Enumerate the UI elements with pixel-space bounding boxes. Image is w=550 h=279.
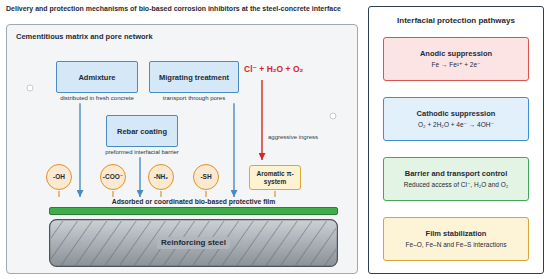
ingress-label: aggressive ingress <box>268 134 318 141</box>
pathway-box: Barrier and transport controlReduced acc… <box>383 157 529 201</box>
panel-heading: Cementitious matrix and pore network <box>16 32 348 41</box>
connector-arrow <box>205 191 206 197</box>
matrix-panel: Cementitious matrix and pore networkAdmi… <box>6 24 358 274</box>
steel-label: Reinforcing steel <box>157 237 230 249</box>
aromatic-box: Aromatic π-system <box>249 165 301 190</box>
functional-group-circle: -OH <box>46 164 72 190</box>
box-title: Migrating treatment <box>159 73 229 82</box>
pathway-title: Barrier and transport control <box>405 169 508 178</box>
process-box: Admixture <box>56 61 138 93</box>
functional-group-circle: -NH₂ <box>148 164 174 190</box>
film-label: Adsorbed or coordinated bio-based protec… <box>112 198 276 206</box>
box-title: Rebar coating <box>117 127 167 136</box>
protective-film: Adsorbed or coordinated bio-based protec… <box>49 198 338 215</box>
connector-arrow <box>58 191 59 197</box>
pathway-formula: O₂ + 2H₂O + 4e⁻ → 4OH⁻ <box>418 121 494 129</box>
connector-arrow <box>160 191 161 197</box>
group-label: -OH <box>53 173 65 181</box>
delivery-route: Admixture distributed in fresh concrete <box>56 61 138 102</box>
pathway-formula: Fe → Fe²⁺ + 2e⁻ <box>432 61 481 69</box>
steel-body <box>50 220 338 267</box>
process-box: Migrating treatment <box>149 61 239 93</box>
pathway-title: Cathodic suppression <box>417 109 496 118</box>
box-title: Admixture <box>78 73 115 82</box>
group-label: -SH <box>200 173 211 181</box>
process-box: Rebar coating <box>106 115 178 147</box>
film-bar <box>49 207 338 215</box>
connector-arrow <box>112 191 113 197</box>
connector-arrow <box>79 103 80 197</box>
delivery-route: Rebar coating preformed interfacial barri… <box>106 115 178 156</box>
ingress-species: Cl⁻ + H₂O + O₂ <box>244 64 303 74</box>
pathway-box: Anodic suppression Fe → Fe²⁺ + 2e⁻ <box>383 37 529 81</box>
group-label: -NH₂ <box>154 173 168 181</box>
pathway-title: Film stabilization <box>426 229 487 238</box>
group-label: Aromatic π-system <box>252 170 298 185</box>
pathway-title: Anodic suppression <box>420 49 492 58</box>
pathway-formula: Reduced access of Cl⁻, H₂O and O₂ <box>404 181 509 189</box>
pore-symbol <box>27 85 33 91</box>
matrix-panel-fill <box>7 25 358 274</box>
steel-bar: Reinforcing steel <box>49 219 338 267</box>
diagram-title: Delivery and protection mechanisms of bi… <box>6 5 341 12</box>
delivery-route: Migrating treatment transport through por… <box>149 61 239 102</box>
group-label: -COO⁻ <box>103 173 123 181</box>
pathway-panel: Interfacial protection pathwaysAnodic su… <box>368 6 544 274</box>
pathway-box: Cathodic suppression O₂ + 2H₂O + 4e⁻ → 4O… <box>383 97 529 141</box>
steel-hatching <box>51 221 336 265</box>
connector-arrow <box>274 191 275 197</box>
connector-arrow <box>233 103 234 197</box>
pathway-box: Film stabilizationFe–O, Fe–N and Fe–S in… <box>383 217 529 261</box>
pore-symbol <box>330 113 336 119</box>
box-caption: preformed interfacial barrier <box>105 149 179 156</box>
panel-heading: Interfacial protection pathways <box>369 16 543 26</box>
functional-group-circle: -COO⁻ <box>100 164 126 190</box>
ingress-arrow <box>261 80 262 160</box>
connector-arrow <box>139 157 140 197</box>
box-caption: transport through pores <box>163 95 225 102</box>
box-caption: distributed in fresh concrete <box>60 95 134 102</box>
pathway-formula: Fe–O, Fe–N and Fe–S interactions <box>406 241 507 249</box>
functional-group-circle: -SH <box>193 164 219 190</box>
